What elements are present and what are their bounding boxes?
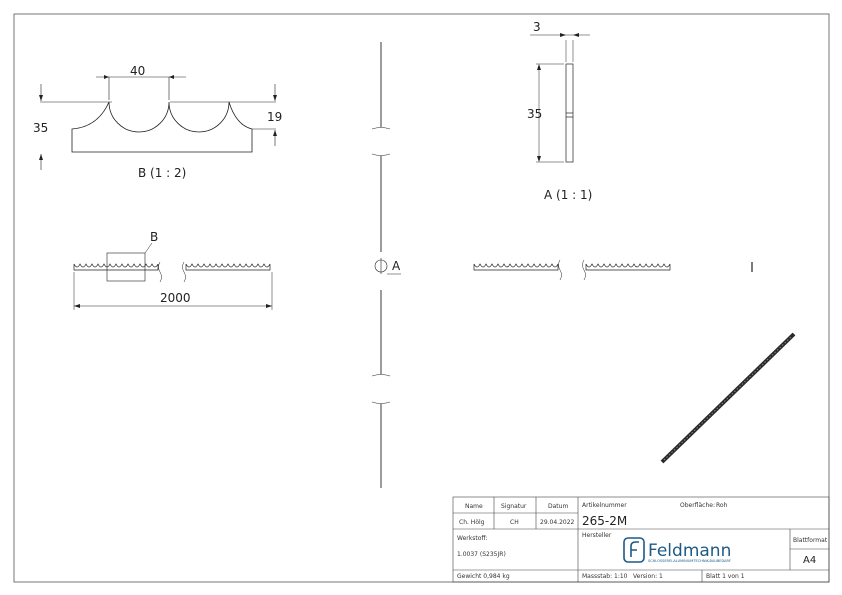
dim-length: 2000 [160, 291, 191, 305]
top-view [473, 259, 753, 281]
tb-oberflaeche-label: Oberfläche: [680, 502, 715, 509]
tb-artikelnummer-label: Artikelnummer [582, 502, 627, 509]
front-view [73, 242, 273, 310]
dimension-arrows-a [537, 33, 579, 162]
label-detail-b: B (1 : 2) [138, 166, 186, 180]
tb-hersteller-label: Hersteller [582, 532, 612, 539]
tb-blattformat-label: Blattformat [793, 537, 828, 544]
tb-werkstoff-label: Werkstoff: [457, 535, 488, 542]
dim-side-height: 35 [527, 107, 542, 121]
tb-gewicht: Gewicht 0,984 kg [457, 573, 510, 580]
dim-tooth-depth: 19 [267, 110, 282, 124]
title-block [452, 496, 830, 583]
dim-total-height: 35 [33, 121, 48, 135]
detail-view-b [40, 76, 276, 170]
tb-datum-label: Datum [548, 503, 568, 510]
label-detail-a: A (1 : 1) [544, 188, 592, 202]
dimension-arrows-b [39, 75, 277, 160]
side-view-vertical [371, 42, 401, 488]
tb-massstab: Massstab: 1:10 [582, 573, 628, 580]
tb-signatur-value: CH [510, 519, 519, 526]
logo-tagline: SCHLOSSEREI-ALUMINIUMTECHNIK-BAUBEDARF [648, 559, 731, 563]
logo-text: Feldmann [648, 541, 731, 561]
feldmann-logo: Feldmann SCHLOSSEREI-ALUMINIUMTECHNIK-BA… [623, 537, 731, 563]
tb-name-value: Ch. Hölg [459, 519, 485, 526]
tb-blatt: Blatt 1 von 1 [706, 573, 745, 580]
tb-signatur-label: Signatur [501, 503, 527, 510]
isometric-view [660, 332, 796, 464]
tb-werkstoff-value: 1.0037 (S235JR) [457, 551, 506, 558]
tb-datum-value: 29.04.2022 [540, 519, 575, 526]
tb-version: Version: 1 [633, 573, 663, 580]
marker-a: A [392, 259, 401, 273]
marker-b: B [150, 230, 158, 244]
dimension-arrows-length [74, 304, 272, 308]
tb-blattformat-value: A4 [803, 555, 816, 566]
tb-artikelnummer-value: 265-2M [582, 514, 627, 528]
tb-oberflaeche-value: Roh [716, 502, 728, 509]
detail-view-a [530, 34, 590, 163]
dim-thickness: 3 [533, 20, 541, 34]
sheet-border [13, 13, 830, 583]
dim-pitch: 40 [130, 64, 145, 78]
tb-name-label: Name [465, 503, 483, 510]
